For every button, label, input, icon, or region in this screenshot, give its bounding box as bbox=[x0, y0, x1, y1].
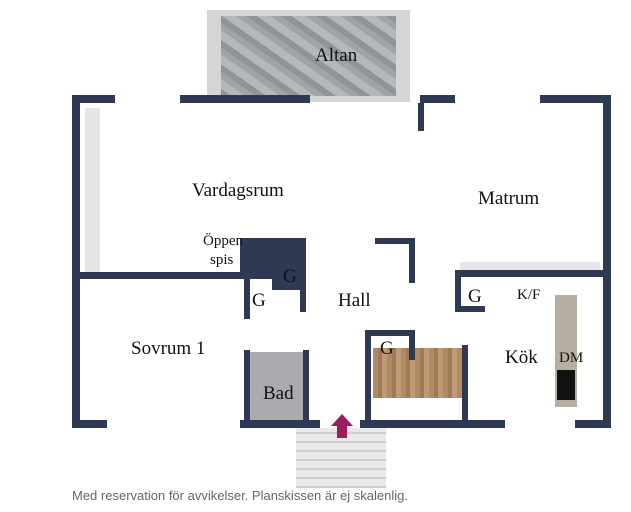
room-label-hall: Hall bbox=[338, 290, 371, 311]
bathroom-floor bbox=[250, 352, 305, 420]
wall bbox=[72, 95, 80, 428]
room-label-matrum: Matrum bbox=[478, 188, 540, 209]
entrance-arrow-stem bbox=[337, 426, 347, 438]
wall bbox=[360, 420, 505, 428]
wall bbox=[409, 330, 415, 360]
fireplace bbox=[240, 238, 272, 279]
wall bbox=[462, 345, 468, 422]
closet-label: G bbox=[468, 286, 482, 307]
wall bbox=[244, 279, 250, 319]
label-dm: DM bbox=[559, 350, 584, 366]
caption: Med reservation för avvikelser. Planskis… bbox=[72, 488, 408, 503]
entrance-arrow-icon bbox=[331, 414, 353, 426]
room-label-kok: Kök bbox=[505, 347, 538, 368]
closet-label: G bbox=[252, 290, 266, 311]
wall-shadow bbox=[85, 108, 100, 273]
balcony-floor bbox=[221, 16, 396, 96]
wall bbox=[455, 306, 485, 312]
wall bbox=[375, 238, 415, 244]
wall bbox=[300, 290, 306, 312]
wall bbox=[409, 238, 415, 283]
wall bbox=[603, 95, 611, 428]
entrance-steps bbox=[296, 428, 386, 488]
wall bbox=[455, 270, 603, 277]
wall bbox=[180, 95, 310, 103]
closet-label: G bbox=[283, 266, 297, 287]
wall bbox=[540, 95, 611, 103]
label-kf: K/F bbox=[517, 287, 541, 303]
wall bbox=[365, 330, 371, 422]
room-label-altan: Altan bbox=[315, 45, 358, 66]
room-label-spis: spis bbox=[210, 252, 234, 268]
wall bbox=[244, 350, 250, 422]
room-label-oppen: Öppen bbox=[203, 233, 243, 249]
wall bbox=[72, 420, 107, 428]
stove bbox=[557, 370, 575, 400]
wall bbox=[365, 330, 415, 336]
wall bbox=[303, 350, 309, 422]
room-label-sovrum: Sovrum 1 bbox=[131, 338, 206, 359]
wall bbox=[455, 270, 461, 312]
wall bbox=[418, 103, 424, 131]
wall bbox=[272, 238, 306, 290]
wall bbox=[575, 420, 611, 428]
closet-label: G bbox=[380, 338, 394, 359]
wall-shadow bbox=[460, 262, 600, 272]
wall bbox=[72, 95, 115, 103]
room-label-bad: Bad bbox=[263, 383, 294, 404]
wall bbox=[420, 95, 455, 103]
closet-floor bbox=[373, 348, 463, 398]
room-label-vardagsrum: Vardagsrum bbox=[192, 180, 284, 201]
wall bbox=[72, 272, 260, 279]
wall bbox=[240, 420, 320, 428]
